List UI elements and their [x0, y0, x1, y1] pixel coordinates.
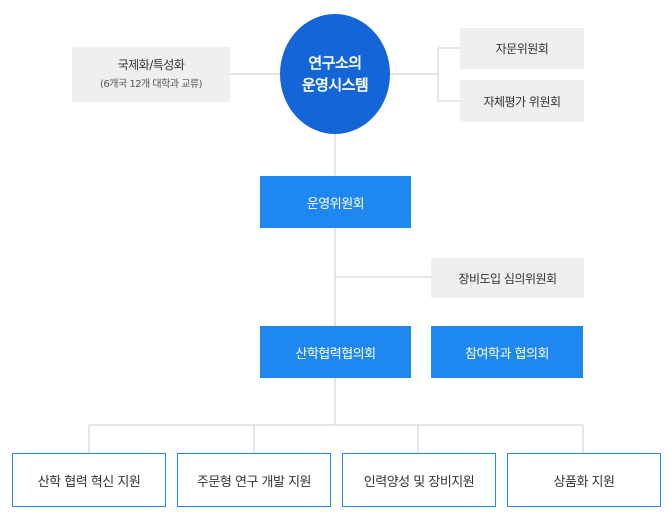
equipment-committee-box: 장비도입 심의위원회 [431, 258, 584, 298]
industry-council-box: 산학협력협의회 [260, 326, 411, 378]
support-box-4: 상품화 지원 [507, 453, 661, 507]
circle-line1: 연구소의 [308, 54, 362, 72]
participating-council-box: 참여학과 협의회 [431, 326, 583, 378]
circle-line2: 운영시스템 [301, 76, 369, 94]
operating-system-circle: 연구소의 운영시스템 [280, 14, 390, 134]
support-box-3: 인력양성 및 장비지원 [342, 453, 496, 507]
participating-council-label: 참여학과 협의회 [465, 346, 549, 362]
support-label-4: 상품화 지원 [553, 474, 615, 490]
industry-council-label: 산학협력협의회 [295, 346, 376, 362]
support-label-2: 주문형 연구 개발 지원 [196, 474, 312, 490]
operating-committee-box: 운영위원회 [260, 176, 411, 228]
internationalization-box: 국제화/특성화 (6개국 12개 대학과 교류) [72, 47, 230, 102]
advisory-committee-box: 자문위원회 [460, 28, 584, 69]
support-label-3: 인력양성 및 장비지원 [363, 474, 475, 490]
operating-committee-label: 운영위원회 [306, 196, 365, 212]
advisory-committee-label: 자문위원회 [495, 42, 549, 56]
equipment-committee-label: 장비도입 심의위원회 [458, 271, 557, 286]
support-box-2: 주문형 연구 개발 지원 [177, 453, 331, 507]
self-evaluation-committee-label: 자체평가 위원회 [483, 94, 561, 109]
internationalization-title: 국제화/특성화 [117, 57, 185, 72]
support-box-1: 산학 협력 혁신 지원 [12, 453, 166, 507]
support-label-1: 산학 협력 혁신 지원 [37, 474, 141, 490]
self-evaluation-committee-box: 자체평가 위원회 [460, 80, 584, 122]
internationalization-subtitle: (6개국 12개 대학과 교류) [99, 78, 203, 90]
